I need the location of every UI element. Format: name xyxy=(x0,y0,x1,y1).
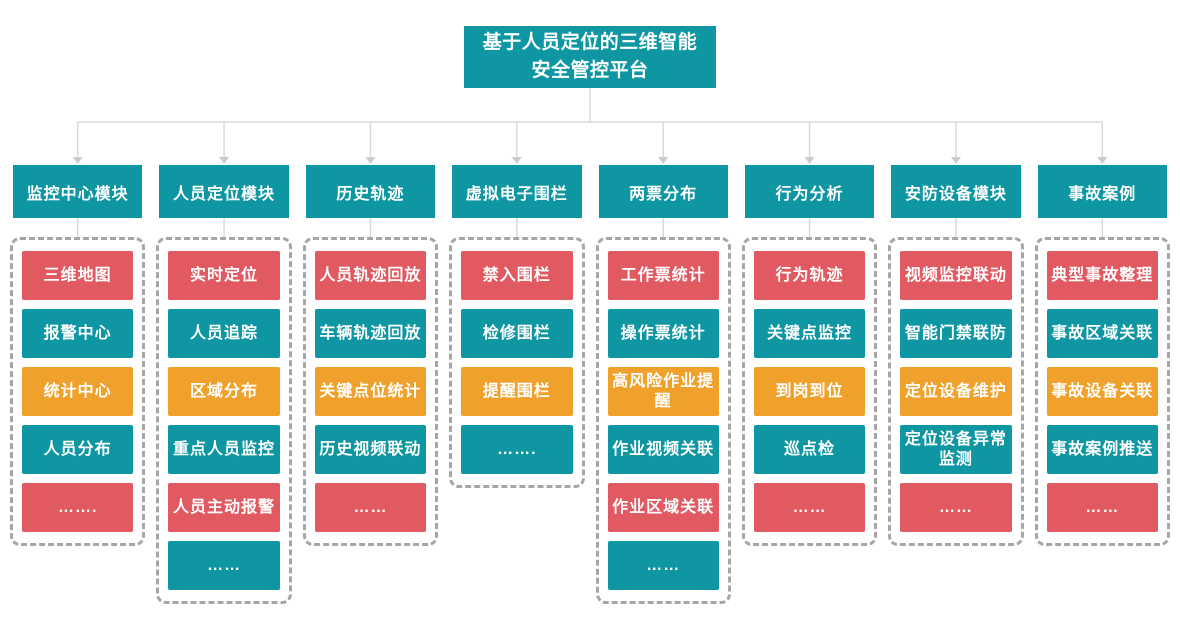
module-item: 行为轨迹 xyxy=(753,251,866,300)
module-item: …… xyxy=(314,483,427,532)
module-item: 人员主动报警 xyxy=(168,483,280,532)
module-item: 定位设备异常监测 xyxy=(900,425,1012,474)
module-item: 禁入围栏 xyxy=(461,251,573,300)
module-item: 视频监控联动 xyxy=(900,251,1012,300)
module-item: 关键点位统计 xyxy=(314,367,427,416)
module-column-4: 虚拟电子围栏禁入围栏检修围栏提醒围栏 ……. xyxy=(449,165,585,604)
module-item: …… xyxy=(607,541,719,590)
module-columns: 监控中心模块三维地图报警中心统计中心人员分布 ……. 人员定位模块实时定位人员追踪区… xyxy=(10,165,1170,604)
module-item: 区域分布 xyxy=(168,367,280,416)
module-item: …… xyxy=(900,483,1012,532)
module-item: 到岗到位 xyxy=(753,367,866,416)
module-item: 事故案例推送 xyxy=(1046,425,1158,474)
module-column-2: 人员定位模块实时定位人员追踪区域分布重点人员监控人员主动报警 …… xyxy=(156,165,292,604)
module-column-1: 监控中心模块三维地图报警中心统计中心人员分布 ……. xyxy=(10,165,146,604)
module-header: 历史轨迹 xyxy=(305,165,436,218)
module-item-container: 实时定位人员追踪区域分布重点人员监控人员主动报警 …… xyxy=(156,237,292,604)
module-item-container: 工作票统计操作票统计高风险作业提醒作业视频关联作业区域关联 …… xyxy=(595,237,731,604)
module-column-5: 两票分布工作票统计操作票统计高风险作业提醒作业视频关联作业区域关联 …… xyxy=(595,165,731,604)
module-header: 事故案例 xyxy=(1037,165,1167,218)
module-item: 工作票统计 xyxy=(607,251,719,300)
module-item: 事故区域关联 xyxy=(1046,309,1158,358)
module-column-3: 历史轨迹人员轨迹回放车辆轨迹回放关键点位统计历史视频联动 …… xyxy=(302,165,439,604)
module-item: ……. xyxy=(22,483,134,532)
module-item: 高风险作业提醒 xyxy=(607,367,719,416)
module-item: 车辆轨迹回放 xyxy=(314,309,427,358)
module-header: 两票分布 xyxy=(598,165,728,218)
module-item: …… xyxy=(1046,483,1158,532)
root-node: 基于人员定位的三维智能安全管控平台 xyxy=(464,26,716,88)
module-header: 安防设备模块 xyxy=(891,165,1021,218)
module-column-6: 行为分析行为轨迹关键点监控到岗到位巡点检 …… xyxy=(741,165,878,604)
module-item: 检修围栏 xyxy=(461,309,573,358)
module-item-container: 人员轨迹回放车辆轨迹回放关键点位统计历史视频联动 …… xyxy=(302,237,439,546)
module-item: 统计中心 xyxy=(22,367,134,416)
module-item: 典型事故整理 xyxy=(1046,251,1158,300)
module-item: …… xyxy=(168,541,280,590)
module-item-container: 禁入围栏检修围栏提醒围栏 ……. xyxy=(449,237,585,488)
module-item: 定位设备维护 xyxy=(900,367,1012,416)
module-header: 虚拟电子围栏 xyxy=(452,165,582,218)
module-item: 作业区域关联 xyxy=(607,483,719,532)
module-item: 关键点监控 xyxy=(753,309,866,358)
module-item: 人员追踪 xyxy=(168,309,280,358)
module-item: 事故设备关联 xyxy=(1046,367,1158,416)
module-item: 智能门禁联防 xyxy=(900,309,1012,358)
module-header: 行为分析 xyxy=(744,165,875,218)
module-item: 实时定位 xyxy=(168,251,280,300)
module-item: ……. xyxy=(461,425,573,474)
module-item: 作业视频关联 xyxy=(607,425,719,474)
module-item-container: 三维地图报警中心统计中心人员分布 ……. xyxy=(10,237,146,546)
module-item: 三维地图 xyxy=(22,251,134,300)
module-header: 监控中心模块 xyxy=(13,165,143,218)
module-column-7: 安防设备模块视频监控联动智能门禁联防定位设备维护定位设备异常监测 …… xyxy=(888,165,1024,604)
module-item: 提醒围栏 xyxy=(461,367,573,416)
module-item: 操作票统计 xyxy=(607,309,719,358)
module-item: 人员轨迹回放 xyxy=(314,251,427,300)
module-item-container: 行为轨迹关键点监控到岗到位巡点检 …… xyxy=(741,237,878,546)
module-item: 报警中心 xyxy=(22,309,134,358)
module-item: 历史视频联动 xyxy=(314,425,427,474)
module-header: 人员定位模块 xyxy=(159,165,289,218)
module-item: 人员分布 xyxy=(22,425,134,474)
module-item-container: 典型事故整理事故区域关联事故设备关联事故案例推送 …… xyxy=(1034,237,1170,546)
module-item: …… xyxy=(753,483,866,532)
module-column-8: 事故案例典型事故整理事故区域关联事故设备关联事故案例推送 …… xyxy=(1034,165,1170,604)
module-item-container: 视频监控联动智能门禁联防定位设备维护定位设备异常监测 …… xyxy=(888,237,1024,546)
module-item: 重点人员监控 xyxy=(168,425,280,474)
module-item: 巡点检 xyxy=(753,425,866,474)
